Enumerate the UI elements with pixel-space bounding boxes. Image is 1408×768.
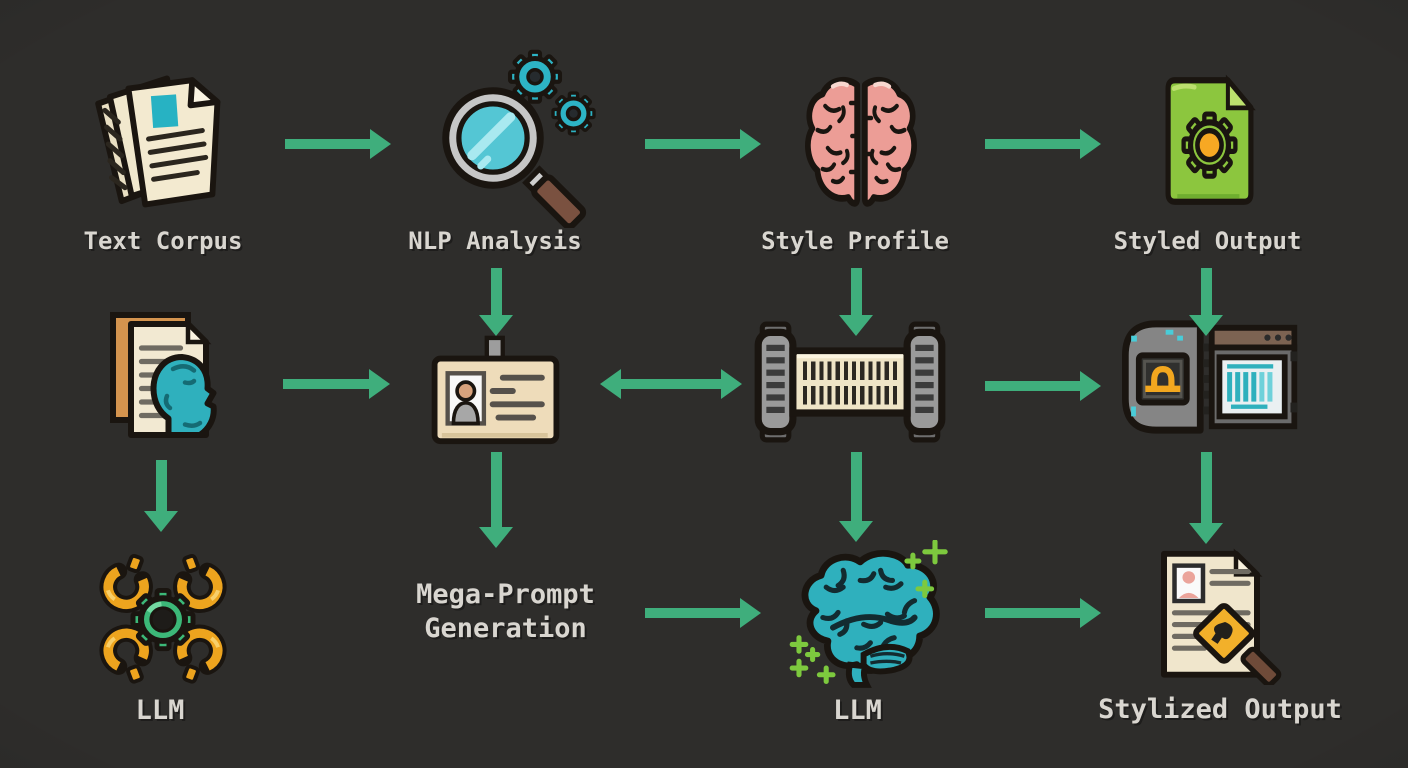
arrow-head-icon: [839, 521, 873, 542]
arrow-head-icon: [721, 369, 742, 399]
pink-brain-icon: [805, 76, 917, 207]
arrow-head-icon: [1080, 598, 1101, 628]
arrow-head-icon: [369, 369, 390, 399]
arrow-head-icon: [600, 369, 621, 399]
document-stack-icon: [95, 75, 221, 208]
arrow-shaft: [985, 139, 1080, 149]
stylized-output-label: Stylized Output: [1098, 694, 1342, 725]
arrow-head-icon: [839, 315, 873, 336]
teal-brain-sparkles-icon: [789, 540, 948, 688]
styled-output-node: [1152, 72, 1267, 210]
document-stamp-icon: [1161, 548, 1282, 685]
nlp-analysis-label: NLP Analysis: [408, 227, 582, 255]
llm-chains-node: [83, 548, 243, 688]
arrow-head-icon: [1189, 315, 1223, 336]
style-scroll-node: [748, 320, 952, 444]
arrow-scroll-to-llm-brain: [838, 452, 874, 542]
arrow-llm-brain-to-stylized-output: [985, 597, 1101, 629]
arrow-head-icon: [144, 511, 178, 532]
llm-brain-node: [782, 540, 952, 695]
arrow-mega-prompt-to-llm-brain: [645, 597, 761, 629]
arrow-head-icon: [1080, 371, 1101, 401]
llm-brain-label: LLM: [833, 695, 882, 726]
arrow-nlp-to-style-profile: [645, 128, 761, 160]
arrow-scanner-to-stylized-output: [1188, 452, 1224, 544]
arrow-shaft: [490, 452, 502, 527]
styled-output-label: Styled Output: [1113, 227, 1302, 255]
arrow-shaft: [985, 608, 1080, 618]
documents-head-icon: [110, 312, 217, 438]
nlp-analysis-node: [430, 48, 605, 228]
arrow-head-icon: [740, 129, 761, 159]
scroll-barcode-icon: [754, 321, 946, 443]
id-card-node: [423, 332, 568, 450]
arrow-styled-output-to-scanner: [1188, 268, 1224, 336]
corpus-documents-node: [95, 302, 245, 454]
arrow-head-icon: [479, 315, 513, 336]
green-file-gear-icon: [1165, 74, 1256, 205]
arrow-shaft: [645, 608, 740, 618]
arrow-shaft: [490, 268, 502, 315]
arrow-shaft: [645, 139, 740, 149]
style-scanner-node: [1110, 316, 1302, 438]
arrow-text-corpus-to-nlp: [285, 128, 391, 160]
arrow-id-card-to-mega-prompt: [478, 452, 514, 548]
arrow-documents-to-id-card: [283, 368, 390, 400]
arrow-shaft: [850, 452, 862, 521]
stylized-output-node: [1140, 545, 1290, 685]
arrow-shaft: [850, 268, 862, 315]
arrow-shaft: [155, 460, 167, 511]
arrow-id-card-scroll-bidirectional: [600, 368, 742, 400]
arrow-style-profile-to-scroll: [838, 268, 874, 336]
id-badge-icon: [431, 335, 560, 445]
style-profile-node: [797, 70, 925, 220]
arrow-shaft: [283, 379, 369, 389]
arrow-head-icon: [1189, 523, 1223, 544]
arrow-scroll-to-scanner: [985, 370, 1101, 402]
chain-links-gear-icon: [83, 553, 243, 684]
arrow-shaft: [1200, 452, 1212, 523]
style-profile-label: Style Profile: [761, 227, 949, 255]
arrow-nlp-to-id-card: [478, 268, 514, 336]
arrow-shaft: [285, 139, 370, 149]
arrow-head-icon: [370, 129, 391, 159]
arrow-head-icon: [1080, 129, 1101, 159]
scanner-window-icon: [1122, 320, 1298, 434]
mega-prompt-label: Mega-Prompt Generation: [416, 579, 595, 644]
arrow-shaft: [985, 381, 1080, 391]
arrow-style-profile-to-styled-output: [985, 128, 1101, 160]
text-corpus-label: Text Corpus: [83, 227, 243, 255]
text-corpus-node: [78, 60, 246, 228]
arrow-shaft: [1200, 268, 1212, 315]
arrow-head-icon: [479, 527, 513, 548]
arrow-head-icon: [740, 598, 761, 628]
arrow-documents-to-llm-chains: [143, 460, 179, 532]
arrow-shaft: [621, 379, 721, 389]
magnifier-gears-icon: [442, 48, 605, 228]
llm-chains-label: LLM: [135, 695, 185, 726]
